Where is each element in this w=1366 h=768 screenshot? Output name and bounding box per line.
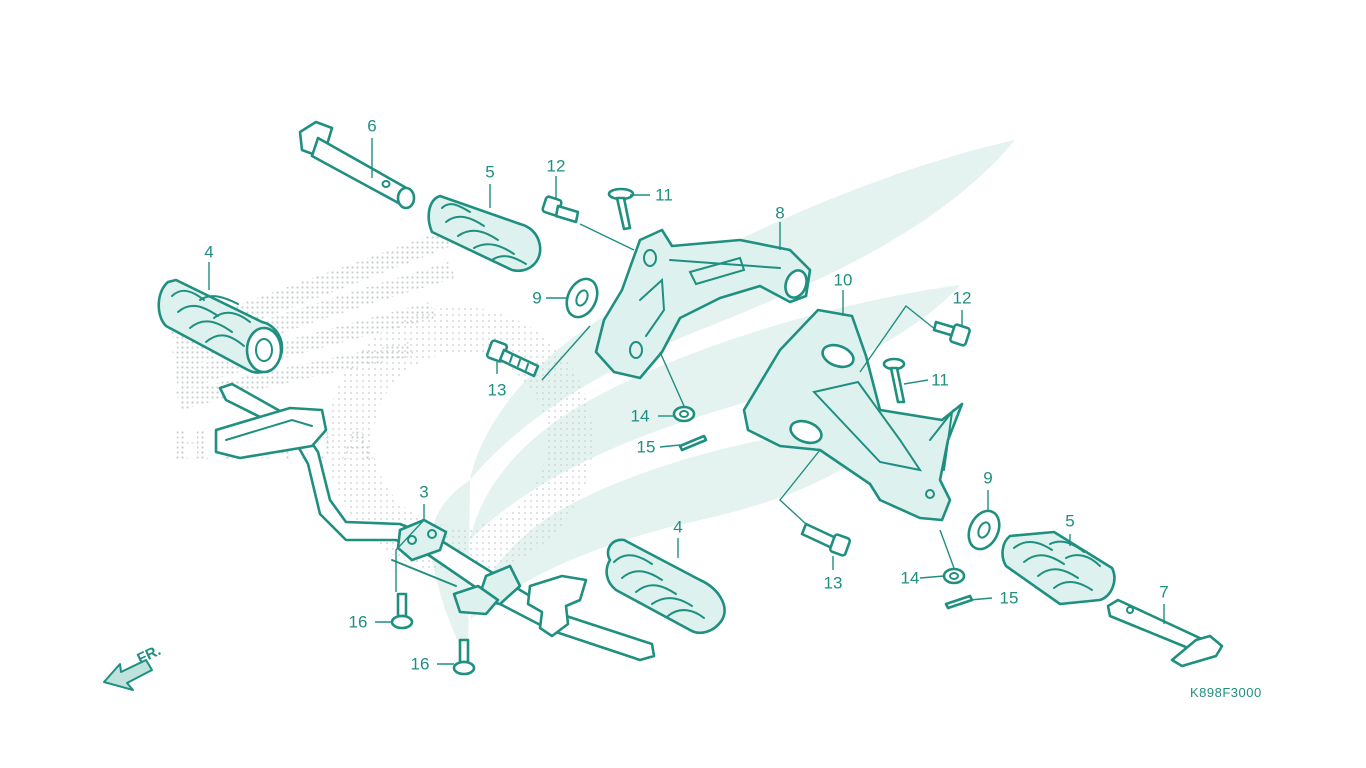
callout-16-lower: 16 [411,655,430,674]
callout-5-upper: 5 [485,163,494,182]
callout-15-right: 15 [1000,589,1019,608]
part-15-cotter-right [944,594,974,610]
part-13-bolt-right [800,522,852,557]
part-14-nut-upper [672,405,696,423]
part-8-step-bracket [594,228,812,380]
callout-6: 6 [367,117,376,136]
part-16-bolt-lower [452,638,476,676]
callout-12-right: 12 [953,289,972,308]
front-direction-arrow: FR. [103,642,164,691]
gear-watermark [327,307,593,573]
part-3-step-bar-assembly [214,382,656,662]
part-9-washer-upper [565,277,599,319]
callout-4-left: 4 [204,243,213,262]
part-15-cotter-upper [678,434,708,452]
callout-11-upper: 11 [655,186,673,205]
part-16-bolt-left [390,592,414,630]
diagram-code: K898F3000 [1190,685,1262,700]
callout-9-right: 9 [983,469,992,488]
callout-10: 10 [834,271,853,290]
callout-3: 3 [419,483,428,502]
callout-12-upper: 12 [547,157,566,176]
part-9-washer-right [967,509,1001,551]
callout-14-right: 14 [901,569,920,588]
part-13-bolt-upper [485,339,540,378]
part-4-footpeg-rubber-left [157,278,284,374]
part-5-footpeg-rubber-upper [427,194,542,273]
callout-13-right: 13 [824,574,843,593]
front-label: FR. [135,642,164,668]
part-11-pin-upper [607,187,635,231]
part-6-footpeg-pin [298,120,416,210]
callout-7: 7 [1159,583,1168,602]
callout-15-upper: 15 [637,438,656,457]
part-4-footpeg-rubber-lower [605,538,726,634]
part-14-nut-right [942,567,966,585]
part-5-footpeg-rubber-right [1001,530,1116,606]
leader-lines [208,138,1165,665]
part-10-step-bracket [742,308,964,522]
callout-16-left: 16 [349,613,368,632]
callout-13-upper: 13 [488,381,507,400]
callout-5-right: 5 [1065,512,1074,531]
callout-14-upper: 14 [631,407,650,426]
part-12-bolt-upper [541,195,580,224]
part-12-bolt-right [932,320,971,347]
callout-4-lower: 4 [673,518,682,537]
part-7-footpeg-right [1106,598,1224,668]
part-11-pin-right [882,357,906,404]
callout-numbers: 6 5 4 12 11 8 9 13 14 15 10 12 11 9 5 7 … [204,117,1168,674]
callout-11-right: 11 [931,371,949,390]
callout-9-upper: 9 [532,289,541,308]
callout-8: 8 [775,204,784,223]
